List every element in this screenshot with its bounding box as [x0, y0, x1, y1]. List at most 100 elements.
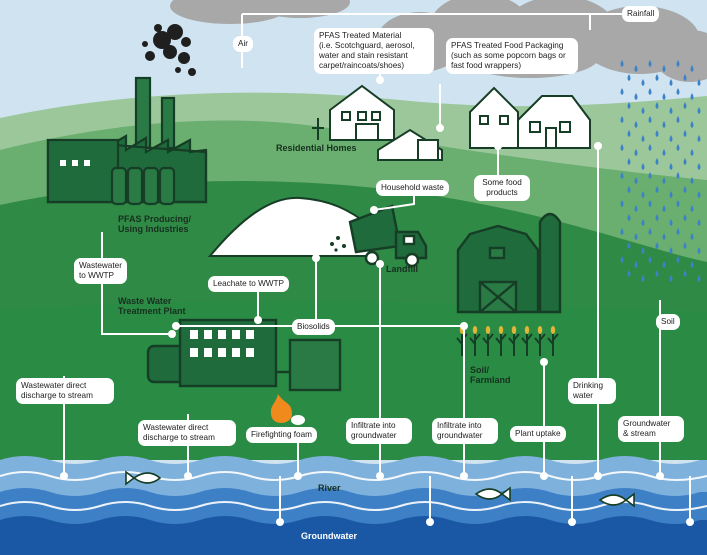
corn-ear: [511, 326, 517, 334]
label-household-waste: Household waste: [376, 180, 449, 196]
title-waste-water-plant: Waste Water Treatment Plant: [118, 296, 186, 316]
title-river: River: [318, 483, 341, 493]
rain-drop: [690, 177, 694, 184]
label-air: Air: [233, 36, 254, 52]
label-infiltrate-groundwater-2: Infiltrate into groundwater: [432, 418, 498, 444]
label-leachate-to-wwtp: Leachate to WWTP: [208, 276, 289, 292]
dump-truck-icon: [330, 204, 428, 268]
silo-icon: [538, 212, 562, 314]
label-drinking-water: Drinking water: [568, 378, 616, 404]
rain-drop: [648, 144, 652, 151]
fire-icon: [270, 394, 305, 425]
rain-drop: [662, 177, 666, 184]
rain-drop: [655, 102, 659, 109]
rain-drop: [627, 158, 631, 165]
fish-icon: [598, 492, 635, 508]
rain-drop: [620, 144, 624, 151]
rain-drop: [690, 205, 694, 212]
rain-drop: [620, 228, 624, 235]
rain-drop: [648, 200, 652, 207]
rain-drop: [641, 79, 645, 86]
rain-drop: [662, 65, 666, 72]
rain-drop: [697, 247, 701, 254]
title-residential-homes: Residential Homes: [276, 143, 357, 153]
rain-drop: [655, 242, 659, 249]
rain-drop: [655, 214, 659, 221]
rain-drop: [648, 60, 652, 67]
rain-drop: [683, 158, 687, 165]
corn-stalk: [508, 330, 520, 356]
label-biosolids: Biosolids: [292, 319, 335, 335]
corn-stalk: [547, 330, 559, 356]
corn-ear: [537, 326, 543, 334]
rain-drop: [627, 74, 631, 81]
rain-drop: [655, 270, 659, 277]
rain-drop: [662, 93, 666, 100]
rain-drop: [634, 121, 638, 128]
fish-icon: [474, 486, 511, 502]
label-pfas-treated-material: PFAS Treated Material (i.e. Scotchguard,…: [314, 28, 434, 74]
rain-drop: [697, 135, 701, 142]
rain-drop: [641, 219, 645, 226]
rain-drop: [690, 149, 694, 156]
title-pfas-industries: PFAS Producing/ Using Industries: [118, 214, 192, 234]
title-soil-farmland: Soil/ Farmland: [470, 365, 511, 385]
rain-drop: [641, 191, 645, 198]
rain-drop: [662, 149, 666, 156]
rain-drop-icon: [620, 60, 701, 282]
rain-drop: [669, 219, 673, 226]
rain-drop: [676, 256, 680, 263]
rain-drop: [648, 88, 652, 95]
rain-drop: [669, 275, 673, 282]
rain-drop: [641, 107, 645, 114]
rain-drop: [627, 270, 631, 277]
rain-drop: [683, 74, 687, 81]
rain-drop: [683, 186, 687, 193]
rain-drop: [676, 60, 680, 67]
rain-drop: [690, 93, 694, 100]
rain-drop: [669, 247, 673, 254]
rain-drop: [683, 130, 687, 137]
rain-drop: [641, 275, 645, 282]
rain-drop: [634, 177, 638, 184]
rain-drop: [669, 79, 673, 86]
label-pfas-food-packaging: PFAS Treated Food Packaging (such as som…: [446, 38, 578, 74]
corn-ear: [485, 326, 491, 334]
house-icon: [377, 128, 443, 161]
rain-drop: [690, 121, 694, 128]
rain-drop: [683, 214, 687, 221]
label-plant-uptake: Plant uptake: [510, 426, 566, 442]
rain-drop: [634, 65, 638, 72]
label-wastewater-direct-center: Wastewater direct discharge to stream: [138, 420, 236, 446]
rain-drop: [697, 275, 701, 282]
rain-drop: [655, 158, 659, 165]
rain-drop: [676, 88, 680, 95]
rain-drop: [662, 233, 666, 240]
corn-stalk: [495, 330, 507, 356]
wave-lines: [0, 471, 707, 511]
smoke-icon: [142, 24, 196, 76]
rain-drop: [627, 130, 631, 137]
rain-drop: [676, 200, 680, 207]
label-rainfall: Rainfall: [622, 6, 660, 22]
title-landfill: Landfill: [386, 264, 418, 274]
connector-dots: [60, 76, 694, 526]
corn-ear: [472, 326, 478, 334]
rain-drop: [697, 191, 701, 198]
house-icon: [469, 86, 591, 149]
rain-drop: [676, 172, 680, 179]
rain-drop: [683, 270, 687, 277]
rain-drop: [662, 205, 666, 212]
rain-drop: [676, 116, 680, 123]
rain-drop: [669, 163, 673, 170]
label-firefighting-foam: Firefighting foam: [246, 427, 317, 443]
rain-drop: [683, 102, 687, 109]
label-some-food-products: Some food products: [474, 175, 530, 201]
groundwater-band: [0, 516, 707, 555]
rain-drop: [627, 242, 631, 249]
rain-drop: [683, 242, 687, 249]
rain-drop: [634, 149, 638, 156]
rain-drop: [655, 74, 659, 81]
barn-icon: [456, 224, 540, 314]
